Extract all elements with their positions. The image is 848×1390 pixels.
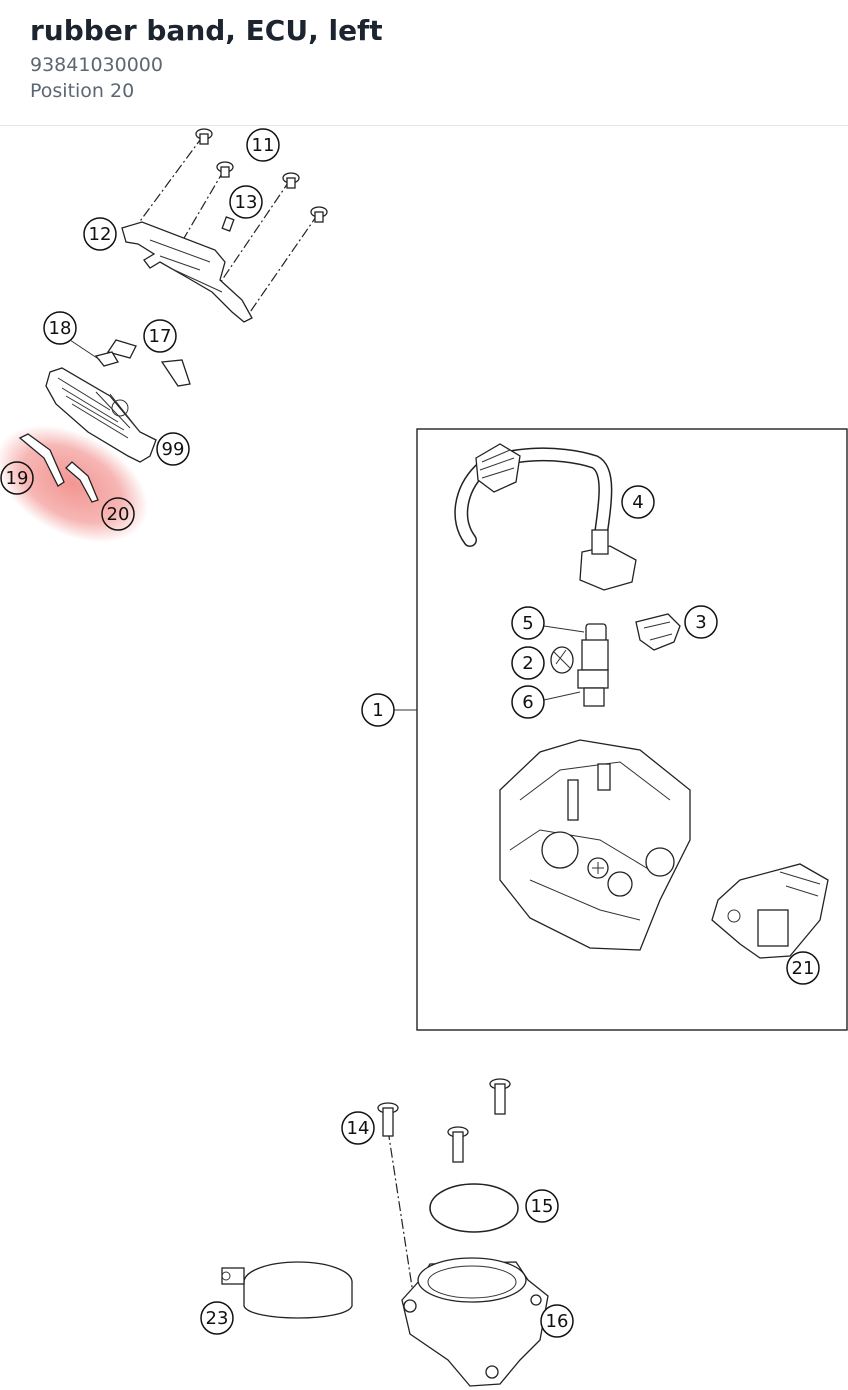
svg-text:18: 18 bbox=[49, 318, 72, 339]
callout-13[interactable]: 13 bbox=[229, 185, 263, 219]
ecu-bracket-group bbox=[121, 128, 328, 323]
screw-icon bbox=[282, 172, 300, 189]
callout-1[interactable]: 1 bbox=[361, 693, 395, 727]
fuel-hose bbox=[454, 443, 637, 591]
svg-text:20: 20 bbox=[107, 504, 130, 525]
svg-text:14: 14 bbox=[347, 1118, 370, 1139]
ecu-unit-group bbox=[45, 339, 191, 463]
screw-icon bbox=[489, 1078, 511, 1115]
svg-text:12: 12 bbox=[89, 224, 112, 245]
exploded-parts-diagram[interactable]: 11 12 13 18 17 99 19 20 4 5 3 2 6 1 21 1… bbox=[0, 126, 848, 1390]
sensor-21 bbox=[711, 863, 829, 959]
svg-text:6: 6 bbox=[522, 692, 533, 713]
callout-17[interactable]: 17 bbox=[143, 319, 177, 353]
svg-text:4: 4 bbox=[632, 492, 643, 513]
rubber-band-19 bbox=[18, 433, 65, 487]
callout-12[interactable]: 12 bbox=[83, 217, 117, 251]
svg-text:17: 17 bbox=[149, 326, 172, 347]
hose-clamp-23 bbox=[221, 1261, 353, 1319]
callout-3[interactable]: 3 bbox=[684, 605, 718, 639]
fuel-injector bbox=[550, 623, 609, 707]
position-label: Position 20 bbox=[30, 80, 135, 102]
svg-text:5: 5 bbox=[522, 613, 533, 634]
svg-text:15: 15 bbox=[531, 1196, 554, 1217]
callout-16[interactable]: 16 bbox=[540, 1304, 574, 1338]
svg-text:1: 1 bbox=[372, 700, 383, 721]
svg-text:21: 21 bbox=[792, 958, 815, 979]
callout-20[interactable]: 20 bbox=[101, 497, 135, 531]
svg-text:23: 23 bbox=[206, 1308, 229, 1329]
clip-3 bbox=[635, 613, 681, 651]
screw-icon bbox=[310, 206, 328, 223]
callout-19[interactable]: 19 bbox=[0, 461, 34, 495]
screw-icon bbox=[377, 1102, 399, 1137]
rubber-band-20[interactable] bbox=[65, 461, 99, 503]
callout-99[interactable]: 99 bbox=[156, 432, 190, 466]
svg-text:19: 19 bbox=[6, 468, 29, 489]
callout-5[interactable]: 5 bbox=[511, 606, 545, 640]
callout-18[interactable]: 18 bbox=[43, 311, 77, 345]
callout-11[interactable]: 11 bbox=[246, 128, 280, 162]
throttle-body-kit-frame bbox=[416, 428, 848, 1031]
o-ring-15 bbox=[429, 1183, 519, 1233]
intake-flange-group bbox=[221, 1078, 549, 1387]
svg-text:3: 3 bbox=[695, 612, 706, 633]
screw-icon bbox=[216, 161, 234, 178]
screw-icon bbox=[447, 1126, 469, 1163]
svg-text:16: 16 bbox=[546, 1311, 569, 1332]
part-number: 93841030000 bbox=[30, 54, 163, 76]
callout-15[interactable]: 15 bbox=[525, 1189, 559, 1223]
selected-part-highlight bbox=[0, 425, 149, 543]
callout-6[interactable]: 6 bbox=[511, 685, 545, 719]
throttle-body bbox=[499, 739, 691, 951]
callout-2[interactable]: 2 bbox=[511, 646, 545, 680]
svg-text:99: 99 bbox=[162, 439, 185, 460]
callout-4[interactable]: 4 bbox=[621, 485, 655, 519]
svg-text:11: 11 bbox=[252, 135, 275, 156]
part-title: rubber band, ECU, left bbox=[30, 14, 383, 47]
part-header: rubber band, ECU, left 93841030000 Posit… bbox=[0, 0, 848, 126]
callout-21[interactable]: 21 bbox=[786, 951, 820, 985]
svg-text:2: 2 bbox=[522, 653, 533, 674]
svg-text:13: 13 bbox=[235, 192, 258, 213]
screw-icon bbox=[195, 128, 213, 145]
callout-23[interactable]: 23 bbox=[200, 1301, 234, 1335]
callout-14[interactable]: 14 bbox=[341, 1111, 375, 1145]
